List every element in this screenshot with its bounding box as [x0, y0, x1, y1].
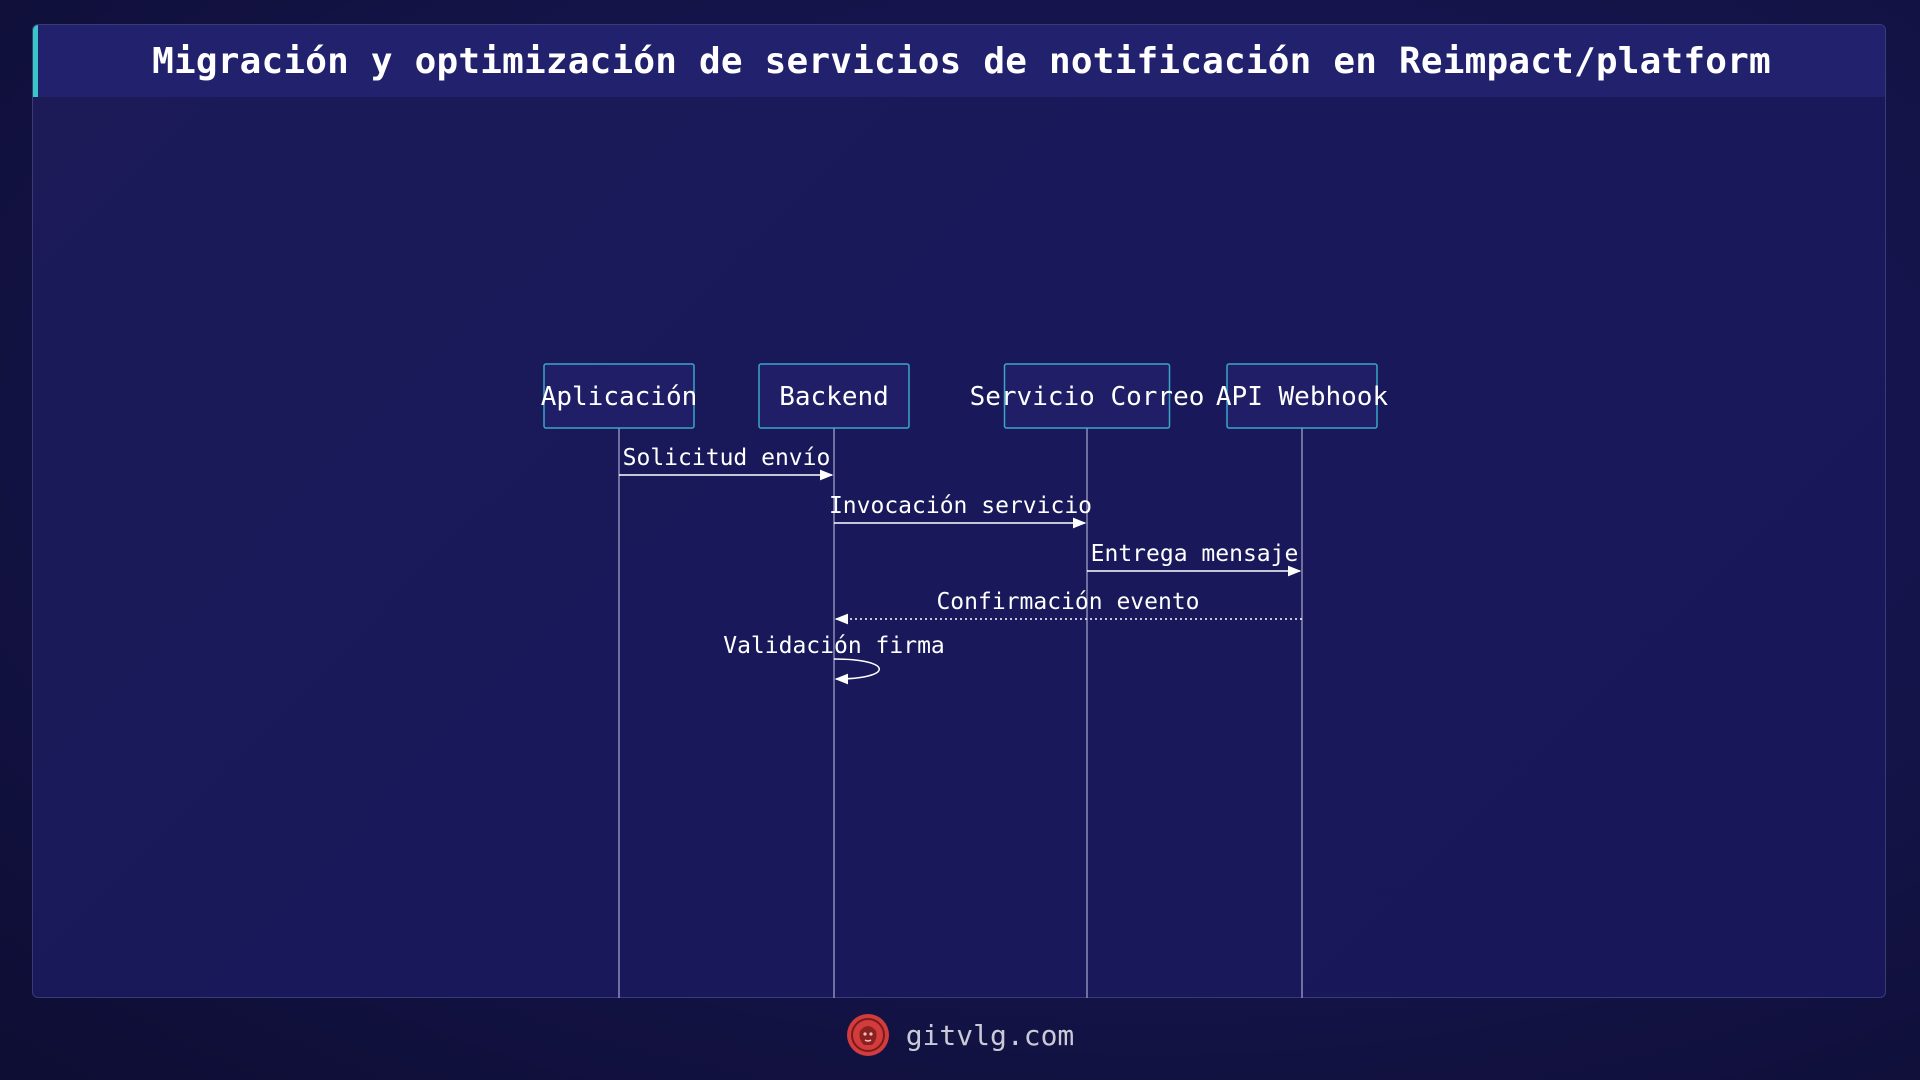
diagram-panel: Migración y optimización de servicios de… — [32, 24, 1886, 998]
message-label-2: Entrega mensaje — [1091, 541, 1299, 567]
footer-site-text[interactable]: gitvlg.com — [905, 1018, 1075, 1052]
message-label-1: Invocación servicio — [829, 493, 1092, 519]
participant-label-mail: Servicio Correo — [970, 382, 1205, 412]
participant-label-app: Aplicación — [541, 382, 698, 412]
participant-box-backend — [758, 363, 910, 429]
lion-logo-icon — [846, 1014, 889, 1056]
page-title: Migración y optimización de servicios de… — [152, 40, 1771, 82]
message-label-0: Solicitud envío — [623, 445, 831, 471]
participant-box-webhook — [1226, 363, 1378, 429]
message-label-3: Confirmación evento — [936, 589, 1199, 615]
title-bar: Migración y optimización de servicios de… — [33, 25, 1885, 97]
message-label-4: Validación firma — [723, 633, 945, 659]
message-arrow-4 — [833, 658, 880, 685]
participant-box-mail — [1003, 363, 1171, 429]
participant-label-webhook: API Webhook — [1216, 382, 1389, 412]
participant-label-backend: Backend — [779, 382, 889, 412]
participant-box-app — [543, 363, 695, 429]
footer: gitvlg.com — [0, 1010, 1920, 1060]
